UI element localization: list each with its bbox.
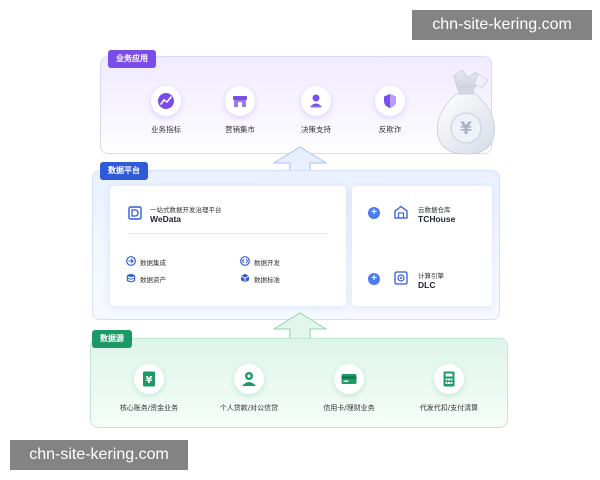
plus-icon: +: [368, 207, 380, 219]
source-item-label: 信用卡/理财业务: [323, 404, 375, 412]
source-item-payment[interactable]: 代发代扣/支付清算: [394, 364, 504, 413]
source-item-core[interactable]: ¥ 核心账务/资金业务: [94, 364, 204, 413]
business-item-label: 反欺诈: [378, 125, 402, 134]
wedata-card[interactable]: [110, 186, 346, 306]
develop-icon: [240, 256, 250, 266]
engine-icon: [394, 271, 408, 285]
svg-text:¥: ¥: [460, 119, 472, 139]
feature-label: 数据资产: [140, 276, 166, 284]
svg-text:¥: ¥: [146, 375, 153, 386]
tchouse-subtitle: 云数据仓库: [418, 206, 451, 214]
tchouse-name[interactable]: TCHouse: [418, 214, 456, 224]
person-loan-icon: [234, 364, 264, 394]
wedata-name: WeData: [150, 214, 182, 224]
arrow-up-icon: [272, 146, 328, 172]
business-item-marketing[interactable]: 营销集市: [200, 86, 280, 135]
watermark-bottom: chn-site-kering.com: [10, 440, 188, 470]
source-item-label: 核心账务/资金业务: [119, 404, 179, 412]
business-item-antifraud[interactable]: 反欺诈: [350, 86, 430, 135]
wedata-subtitle: 一站式数据开发治理平台: [150, 206, 222, 214]
side-products-card: [352, 186, 492, 306]
money-bag-icon: ¥: [437, 70, 495, 155]
business-item-label: 营销集市: [225, 125, 255, 134]
dlc-name[interactable]: DLC: [418, 280, 436, 290]
watermark-top: chn-site-kering.com: [412, 10, 592, 40]
plus-icon: +: [368, 273, 380, 285]
store-icon: [225, 86, 255, 116]
business-item-decision[interactable]: 决策支持: [276, 86, 356, 135]
database-icon: [126, 274, 136, 283]
warehouse-icon: [394, 205, 408, 219]
business-item-label: 决策支持: [301, 125, 331, 134]
dlc-subtitle: 计算引擎: [418, 272, 444, 280]
calculator-icon: [434, 364, 464, 394]
yuan-document-icon: ¥: [134, 364, 164, 394]
source-item-label: 个人贷款/对公信贷: [219, 404, 279, 412]
cube-icon: [240, 273, 250, 283]
source-tag: 数据源: [92, 330, 132, 348]
trend-chart-icon: [151, 86, 181, 116]
platform-tag: 数据平台: [100, 162, 148, 180]
feature-label: 数据开发: [254, 259, 280, 267]
business-tag: 业务应用: [108, 50, 156, 68]
business-item-metrics[interactable]: 业务指标: [126, 86, 206, 135]
source-item-loan[interactable]: 个人贷款/对公信贷: [194, 364, 304, 413]
arrow-up-icon: [272, 312, 328, 340]
source-item-label: 代发代扣/支付清算: [419, 404, 479, 412]
feature-label: 数据标准: [254, 276, 280, 284]
divider: [128, 233, 328, 234]
business-item-label: 业务指标: [151, 125, 181, 134]
feature-label: 数据集成: [140, 259, 166, 267]
wedata-icon: [128, 206, 142, 220]
source-item-credit[interactable]: 信用卡/理财业务: [294, 364, 404, 413]
credit-card-icon: [334, 364, 364, 394]
integration-icon: [126, 256, 136, 266]
shield-icon: [375, 86, 405, 116]
user-support-icon: [301, 86, 331, 116]
